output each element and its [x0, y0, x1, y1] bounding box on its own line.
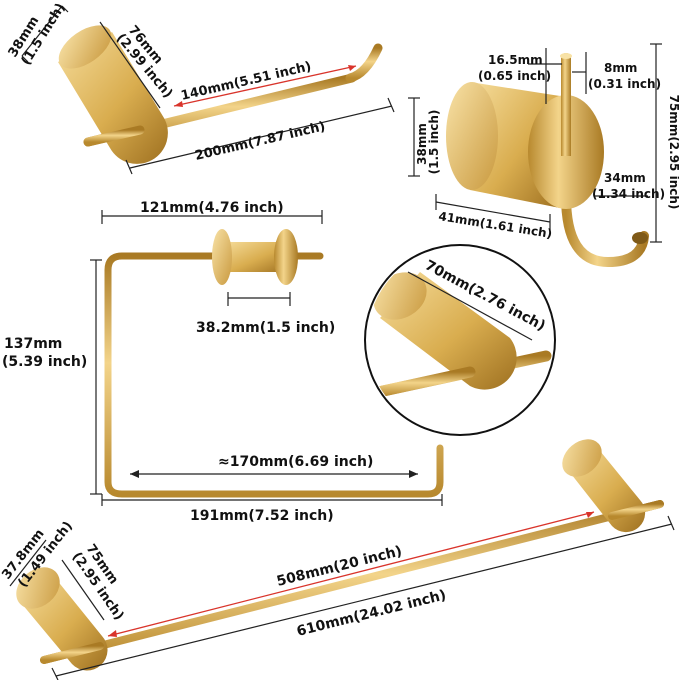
towel-ring-height: 137mm: [4, 336, 62, 352]
paper-holder-drawing: [58, 25, 383, 164]
towel-ring-base: [222, 242, 288, 272]
robe-hook-curl-depth-in: (1.34 inch): [592, 187, 665, 201]
paper-holder-tip: [345, 43, 383, 83]
robe-hook-thickness: 8mm: [604, 61, 637, 75]
towel-bar-drawing: [16, 439, 664, 671]
robe-hook-curl-depth: 34mm: [604, 171, 646, 185]
towel-ring-top-width: 121mm(4.76 inch): [140, 200, 284, 216]
towel-bar-rod: [40, 500, 664, 664]
towel-ring-drawing: [104, 229, 444, 498]
robe-hook-drawing: [446, 53, 649, 268]
robe-hook-offset-in: (0.65 inch): [478, 69, 551, 83]
towel-ring-dimensions: 121mm(4.76 inch) 38.2mm(1.5 inch) 137mm …: [2, 200, 443, 524]
robe-hook-offset: 16.5mm: [488, 53, 543, 67]
towel-ring-inner-width: ≈170mm(6.69 inch): [218, 454, 373, 470]
towel-bar-left-base-face: [16, 567, 60, 609]
towel-ring-height-in: (5.39 inch): [2, 354, 87, 370]
towel-ring-bar: [104, 252, 444, 498]
towel-ring-base-face: [212, 229, 232, 285]
towel-ring-overall-width: 191mm(7.52 inch): [190, 508, 334, 524]
detail-inset: 70mm(2.76 inch): [364, 244, 556, 436]
paper-holder-bar-length: 140mm(5.51 inch): [180, 59, 313, 104]
robe-hook-base-face: [446, 82, 498, 190]
robe-hook-base-diameter-in: (1.5 inch): [427, 110, 441, 175]
towel-bar-overall-length: 610mm(24.02 inch): [295, 587, 448, 640]
robe-hook-arm: [561, 53, 649, 268]
detail-inset-base-face: [373, 272, 427, 320]
paper-holder-dimensions: 38mm (1.5 inch) 76mm (2.99 inch) 140mm(5…: [6, 1, 395, 175]
paper-holder-overall-length: 200mm(7.87 inch): [194, 119, 327, 164]
towel-bar-right-base-face: [562, 439, 602, 477]
robe-hook-height: 75mm(2.95 inch): [667, 95, 679, 210]
robe-hook-thickness-in: (0.31 inch): [588, 77, 661, 91]
robe-hook-base-depth: 41mm(1.61 inch): [438, 209, 554, 241]
robe-hook-base-diameter: 38mm: [415, 123, 429, 165]
towel-ring-base-diameter: 38.2mm(1.5 inch): [196, 320, 335, 336]
paper-holder-base-face: [58, 25, 112, 69]
